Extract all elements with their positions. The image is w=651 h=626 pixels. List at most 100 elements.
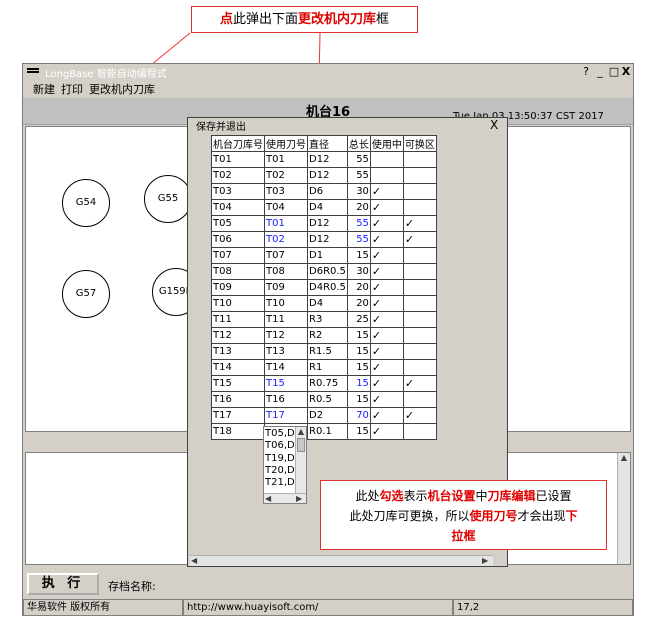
help-button[interactable]: ?: [583, 65, 589, 78]
cell-in-use[interactable]: ✓: [369, 327, 404, 344]
close-button[interactable]: X: [621, 65, 631, 78]
scroll-right-icon[interactable]: ▶: [296, 494, 303, 503]
dropdown-option[interactable]: T19,D: [265, 453, 295, 464]
dialog-close-button[interactable]: X: [490, 118, 499, 132]
cell-swappable[interactable]: [402, 423, 437, 440]
dropdown-option[interactable]: T21,D: [265, 477, 295, 488]
cell-tool[interactable]: T07: [264, 247, 308, 264]
cell-swappable[interactable]: [402, 151, 437, 168]
cell-swappable[interactable]: ✓: [402, 231, 437, 248]
tool-node[interactable]: G54: [62, 179, 110, 227]
dialog-title-bar[interactable]: 保存并退出 X: [188, 118, 507, 133]
cell-tool[interactable]: T03: [264, 183, 308, 200]
dialog-hscrollbar[interactable]: ◀ ▶: [190, 555, 493, 566]
cell-in-use[interactable]: ✓: [369, 279, 404, 296]
cell-swappable[interactable]: [402, 247, 437, 264]
cell-swappable[interactable]: [402, 359, 437, 376]
cell-tool[interactable]: T02: [264, 231, 308, 248]
cell-tool[interactable]: T04: [264, 199, 308, 216]
dropdown-hscrollbar[interactable]: ◀ ▶: [264, 493, 306, 503]
cell-tool[interactable]: T11: [264, 311, 308, 328]
dropdown-option[interactable]: T06,D: [265, 440, 295, 451]
cell-swappable[interactable]: [402, 167, 437, 184]
cell-tool[interactable]: T17: [264, 407, 308, 424]
cell-tool[interactable]: T02: [264, 167, 308, 184]
cell-tool[interactable]: T09: [264, 279, 308, 296]
save-and-exit[interactable]: 保存并退出: [196, 122, 246, 133]
execute-button[interactable]: 执 行: [27, 573, 99, 595]
cell-tool[interactable]: T01: [264, 215, 308, 232]
cell-in-use[interactable]: ✓: [369, 359, 404, 376]
cell-tool[interactable]: T13: [264, 343, 308, 360]
cell-swappable[interactable]: [402, 343, 437, 360]
cell-swappable[interactable]: [402, 295, 437, 312]
cell-in-use[interactable]: ✓: [369, 215, 404, 232]
cell-in-use[interactable]: ✓: [369, 247, 404, 264]
scroll-thumb[interactable]: [297, 438, 305, 452]
dropdown-scrollbar[interactable]: ▲: [295, 427, 306, 493]
cell-tool[interactable]: T10: [264, 295, 308, 312]
tool-node[interactable]: G57: [62, 270, 110, 318]
scroll-up-icon[interactable]: ▲: [297, 427, 305, 436]
cell-tool[interactable]: T14: [264, 359, 308, 376]
cell-in-use[interactable]: ✓: [369, 311, 404, 328]
menu-print[interactable]: 打印: [61, 83, 83, 96]
cell-in-use[interactable]: ✓: [369, 199, 404, 216]
cell-in-use[interactable]: ✓: [369, 423, 404, 440]
cell-swappable[interactable]: [402, 183, 437, 200]
cell-in-use[interactable]: ✓: [369, 263, 404, 280]
cell-swappable[interactable]: ✓: [402, 407, 437, 424]
cell-swappable[interactable]: [402, 263, 437, 280]
cell-swappable[interactable]: ✓: [402, 215, 437, 232]
cell-tool[interactable]: T08: [264, 263, 308, 280]
scroll-right-icon[interactable]: ▶: [482, 556, 489, 565]
cell-in-use[interactable]: ✓: [369, 183, 404, 200]
scroll-left-icon[interactable]: ◀: [191, 556, 198, 565]
menu-new[interactable]: 新建: [33, 83, 55, 96]
title-bar[interactable]: LongBase 智能自动编程式 ? _ □ X: [23, 64, 633, 80]
menu-change-magazine[interactable]: 更改机内刀库: [89, 83, 155, 96]
cell-tool[interactable]: T15: [264, 375, 308, 392]
cell-tool[interactable]: T12: [264, 327, 308, 344]
cell-tool[interactable]: T01: [264, 151, 308, 168]
minimize-button[interactable]: _: [597, 65, 603, 78]
cell-swappable[interactable]: [402, 279, 437, 296]
cell-in-use[interactable]: ✓: [369, 391, 404, 408]
cell-swappable[interactable]: [402, 327, 437, 344]
cell-tool[interactable]: T16: [264, 391, 308, 408]
cell-in-use[interactable]: [369, 151, 404, 168]
cell-swappable[interactable]: [402, 311, 437, 328]
dropdown-option[interactable]: T20,D: [265, 465, 295, 476]
cell-in-use[interactable]: ✓: [369, 375, 404, 392]
cell-in-use[interactable]: [369, 167, 404, 184]
maximize-button[interactable]: □: [608, 65, 620, 78]
tool-node[interactable]: G55: [144, 175, 192, 223]
cell-swappable[interactable]: [402, 391, 437, 408]
cell-in-use[interactable]: ✓: [369, 407, 404, 424]
cell-in-use[interactable]: ✓: [369, 295, 404, 312]
app-menu-icon[interactable]: [27, 68, 39, 76]
cell-in-use[interactable]: ✓: [369, 343, 404, 360]
scroll-up-icon[interactable]: ▲: [620, 453, 628, 462]
cell-swappable[interactable]: [402, 199, 437, 216]
dropdown-option[interactable]: T05,D: [265, 428, 295, 439]
output-scrollbar[interactable]: ▲: [617, 453, 630, 564]
